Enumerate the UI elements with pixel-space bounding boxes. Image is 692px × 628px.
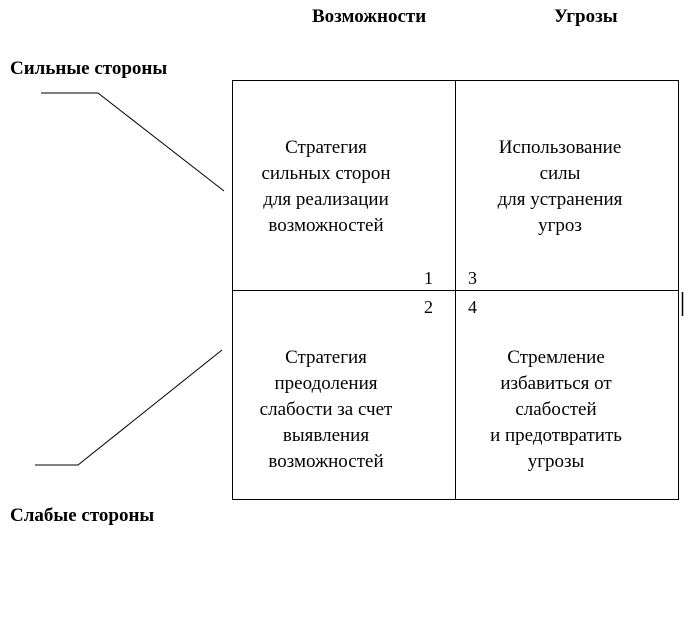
header-weaknesses: Слабые стороны (10, 505, 155, 526)
header-opportunities: Возможности (312, 6, 427, 27)
quadrant-3-text: Использование силы для устранения угроз (497, 137, 623, 236)
quadrant-3-number: 3 (468, 268, 477, 288)
strengths-connector-line (41, 92, 225, 192)
quadrant-2-text: Стратегия преодоления слабости за счет в… (259, 347, 393, 472)
quadrant-2-number: 2 (424, 297, 433, 317)
quadrant-1-number: 1 (424, 268, 433, 288)
quadrant-4-text: Стремление избавиться от слабостей и пре… (490, 347, 622, 472)
quadrant-4-number: 4 (468, 297, 477, 317)
header-strengths: Сильные стороны (10, 58, 168, 79)
weaknesses-connector-line (35, 349, 223, 466)
header-threats: Угрозы (554, 6, 618, 27)
quadrant-1-text: Стратегия сильных сторон для реализации … (261, 137, 391, 236)
